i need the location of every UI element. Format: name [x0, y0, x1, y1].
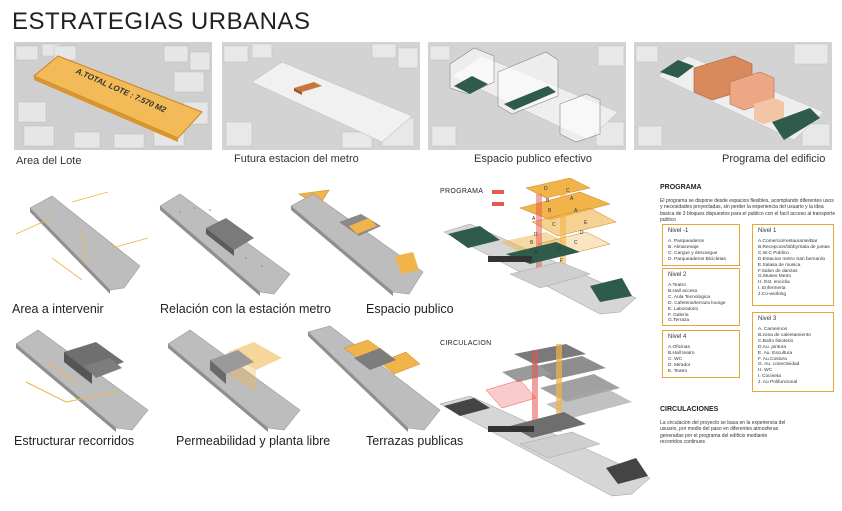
block-letter: D — [534, 232, 538, 238]
block-letter: C — [566, 188, 570, 194]
caption-relacion-estacion: Relación con la estación metro — [160, 302, 331, 316]
nivel-title: Nivel 1 — [758, 228, 828, 234]
nivel-item: D.Estacion metro San bernardo — [758, 257, 828, 263]
caption-area-del-lote: Area del Lote — [16, 155, 81, 167]
caption-permeabilidad: Permeabilidad y planta libre — [176, 434, 330, 448]
diagram-area-intervenir — [12, 188, 152, 298]
caption-futura-estacion: Futura estacion del metro — [234, 153, 359, 165]
block-letter: D — [544, 186, 548, 192]
nivel-box-2: Nivel 2 A.Teatro B.Hall acceso C. Aula T… — [662, 268, 740, 326]
diagram-estructurar-recorridos — [6, 322, 156, 432]
render-area-del-lote: A.TOTAL LOTE : 7.570 M2 — [14, 42, 212, 150]
nivel-item: D. Cafeteria/terraza lounge — [668, 301, 734, 307]
block-letter: B — [546, 198, 549, 204]
nivel-item: G.Terraza — [668, 318, 734, 324]
nivel-title: Nivel 2 — [668, 272, 734, 278]
block-letter: A — [574, 208, 577, 214]
block-letter: D — [558, 246, 562, 252]
render-espacio-publico-efectivo — [428, 42, 626, 150]
block-letter: B — [548, 208, 551, 214]
nivel-box-minus1: Nivel -1 A. Parqueaderos B. Almacenaje C… — [662, 224, 740, 266]
caption-estructurar-recorridos: Estructurar recorridos — [14, 434, 134, 448]
caption-programa-edificio: Programa del edificio — [722, 153, 825, 165]
circulaciones-heading: CIRCULACIONES — [660, 406, 718, 413]
block-letter: C — [574, 240, 578, 246]
programa-description: El programa se dispone desde espacios fl… — [660, 198, 836, 224]
nivel-title: Nivel 3 — [758, 316, 828, 322]
diagram-relacion-estacion — [150, 188, 300, 298]
diagram-espacio-publico — [285, 186, 435, 298]
diagram-permeabilidad — [158, 322, 308, 432]
nivel-item: J. Au Polifuncional — [758, 380, 828, 386]
block-letter: E — [584, 220, 587, 226]
nivel-item: J.Co-working — [758, 292, 828, 298]
nivel-item: B.Recepcion/lobby/Sala de juntas — [758, 245, 828, 251]
nivel-box-1: Nivel 1 A.Comercio/restaurante/Bar B.Rec… — [752, 224, 834, 306]
render-programa-edificio — [634, 42, 832, 150]
programa-heading: PROGRAMA — [660, 184, 702, 191]
nivel-title: Nivel 4 — [668, 334, 734, 340]
nivel-box-4: Nivel 4 A.Oficinas B.Hall teatro C. WC D… — [662, 330, 740, 378]
programa-block-letters: D C B A B A E D C A D B C D A F — [540, 186, 600, 316]
nivel-item: E. Teatro — [668, 369, 734, 375]
block-letter: A — [534, 250, 537, 256]
diagram-terrazas-publicas — [298, 322, 448, 432]
block-letter: C — [552, 222, 556, 228]
diagram-circulacion — [436, 344, 656, 500]
block-letter: F — [560, 258, 563, 264]
nivel-title: Nivel -1 — [668, 228, 734, 234]
circulaciones-description: La circulacion del proyecto se basa en l… — [660, 420, 790, 446]
nivel-box-3: Nivel 3 A. Camerinos B.zona de calentami… — [752, 312, 834, 392]
caption-espacio-publico-efectivo: Espacio publico efectivo — [474, 153, 592, 165]
block-letter: A — [570, 196, 573, 202]
block-letter: A — [532, 216, 535, 222]
block-letter: B — [530, 240, 533, 246]
block-letter: D — [580, 230, 584, 236]
nivel-item: D. Parqueaderos Bicicletas — [668, 257, 734, 263]
render-futura-estacion — [222, 42, 420, 150]
caption-area-intervenir: Area a intervenir — [12, 302, 104, 316]
page-title: ESTRATEGIAS URBANAS — [12, 8, 310, 36]
